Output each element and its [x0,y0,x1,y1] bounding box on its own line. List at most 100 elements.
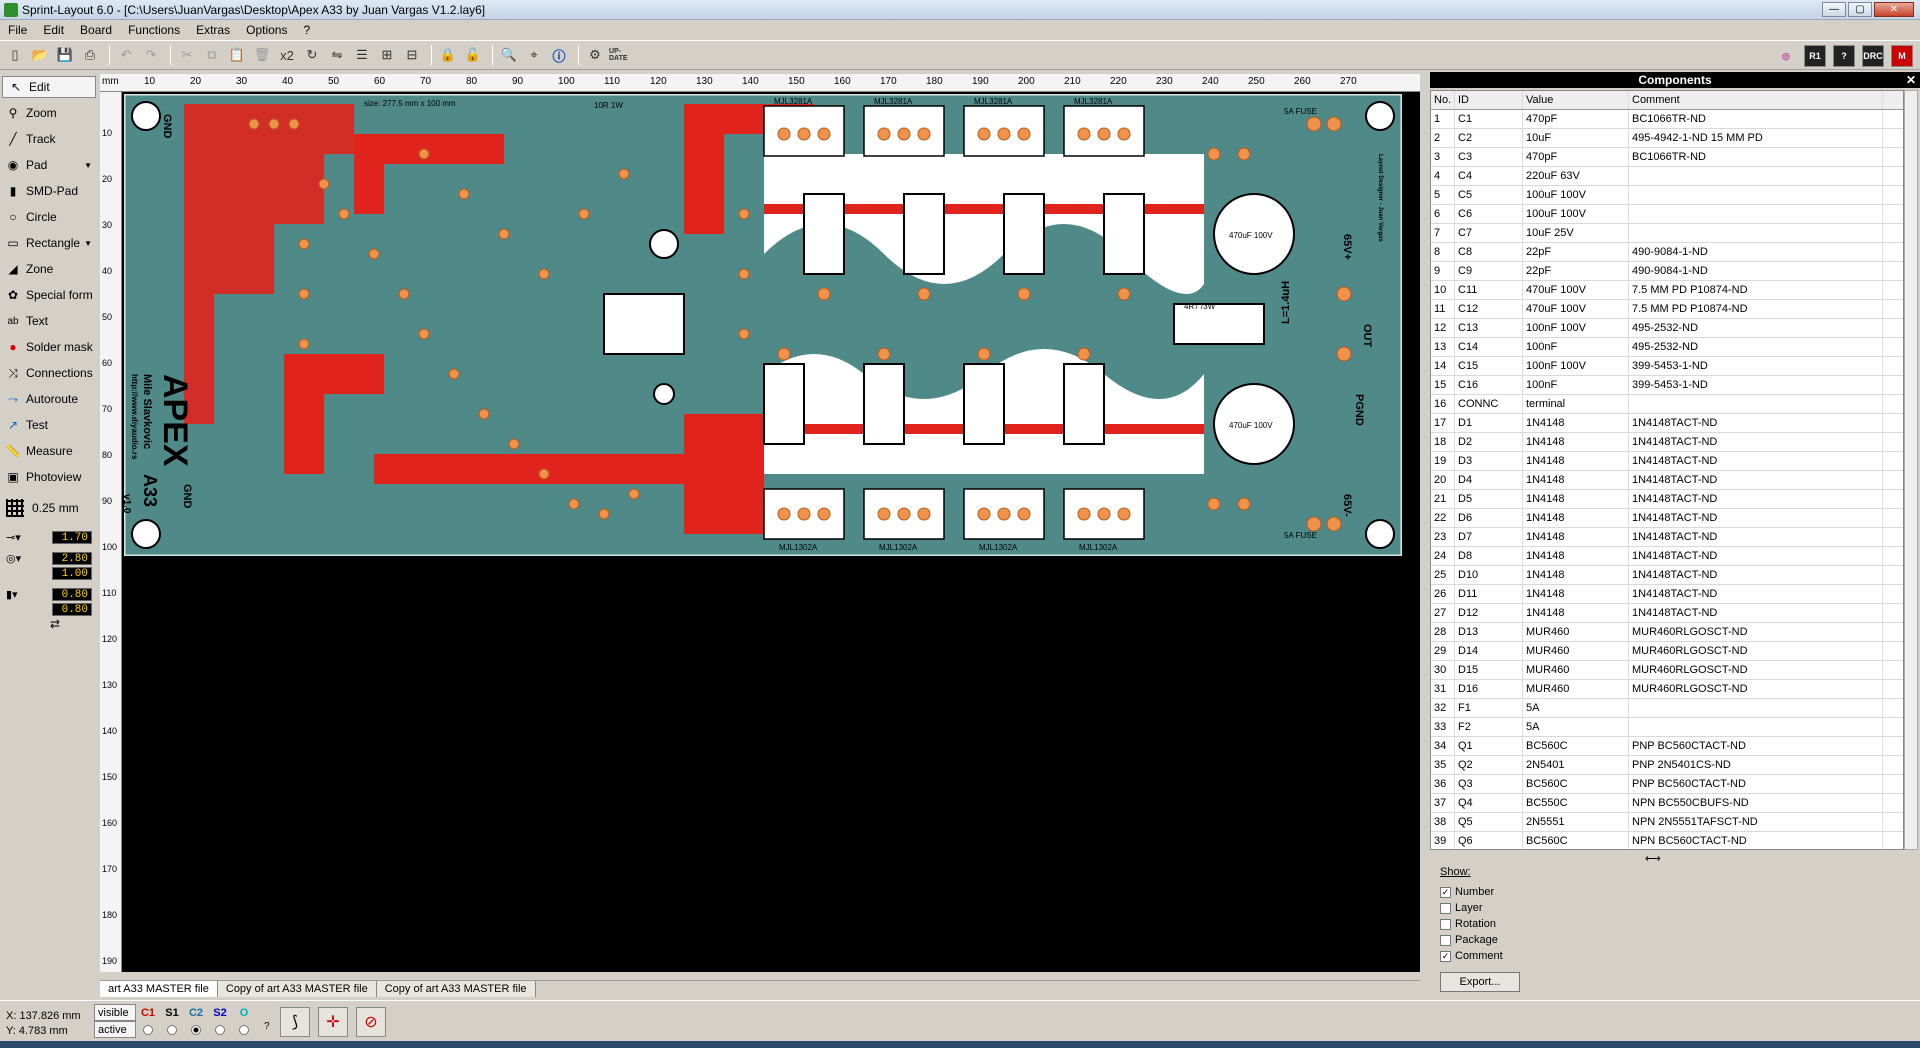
tab-art-master[interactable]: art A33 MASTER file [100,981,218,997]
active-c1-radio[interactable] [143,1024,153,1035]
duplicate-x2-button[interactable]: x2 [280,47,294,63]
show-option[interactable]: Package [1440,932,1503,948]
tool-zone[interactable]: ◢Zone [0,256,98,282]
rubberband-icon[interactable]: ⟆ [280,1007,310,1037]
maximize-button[interactable]: ▢ [1848,2,1872,17]
ungroup-icon[interactable]: ⊟ [406,47,418,62]
tool-photoview[interactable]: ▣Photoview [7,470,82,484]
tab-copy-1[interactable]: Copy of art A33 MASTER file [217,981,377,997]
tool-autoroute[interactable]: ⤳Autoroute [0,386,98,412]
no-ratsnest-icon[interactable]: ⊘ [356,1007,386,1037]
tool-pad[interactable]: ◉Pad▼ [7,158,92,172]
smd-height-value[interactable]: 0.80 [52,603,92,616]
pad-inner-value[interactable]: 1.00 [52,567,92,580]
r1-button[interactable]: R1 [1804,45,1826,67]
menu-board[interactable]: Board [80,22,113,37]
close-button[interactable]: ✕ [1874,2,1914,17]
active-s2-radio[interactable] [215,1024,225,1035]
menu-functions[interactable]: Functions [128,22,181,37]
layer-help[interactable]: ? [264,1021,270,1032]
tool-edit[interactable]: ↖Edit [2,76,96,98]
menu-file[interactable]: File [8,22,28,37]
open-folder-icon[interactable]: 📂 [31,47,49,62]
checkbox-icon[interactable] [1440,902,1451,914]
paste-icon[interactable]: 📋 [228,47,246,62]
column-resize-icon[interactable]: ⟷ [1645,853,1661,865]
checkbox-icon[interactable] [1440,918,1451,930]
show-option[interactable]: Layer [1440,900,1503,916]
drc-button[interactable]: DRC [1862,45,1884,67]
tool-rectangle[interactable]: ▭Rectangle▼ [7,236,92,250]
lock-icon[interactable]: 🔒 [439,47,457,62]
tool-zoom[interactable]: ⚲Zoom [0,100,98,126]
layer-s2[interactable]: S2 [213,1006,227,1019]
macro-button[interactable]: M [1891,45,1913,67]
close-panel-icon[interactable]: ✕ [1905,73,1916,87]
menu-help[interactable]: ? [303,22,311,37]
crosshair-icon[interactable]: ✛ [318,1007,348,1037]
show-option[interactable]: Rotation [1440,916,1503,932]
delete-icon[interactable]: 🗑 [253,47,271,62]
tool-connections[interactable]: ⤨Connections [0,360,98,386]
layer-c2[interactable]: C2 [188,1006,204,1019]
layout-canvas[interactable]: size: 277.5 mm x 100 mm MJL3281A MJL3281… [122,92,1420,972]
mirror-icon[interactable]: ⇋ [331,47,343,62]
active-o-radio[interactable] [239,1024,249,1035]
tab-copy-2[interactable]: Copy of art A33 MASTER file [376,981,536,997]
settings-gear-icon[interactable]: ⚙ [589,47,601,62]
save-icon[interactable]: 💾 [56,47,74,62]
tool-measure[interactable]: 📏Measure [5,444,73,458]
pcb-board[interactable]: size: 277.5 mm x 100 mm MJL3281A MJL3281… [122,92,1404,558]
align-icon[interactable]: ☰ [356,47,368,62]
tool-circle[interactable]: ○Circle [0,204,98,230]
tool-test[interactable]: ↗Test [7,418,49,432]
copy-icon[interactable]: ⧉ [207,47,217,62]
info-icon[interactable]: ⓘ [552,48,566,64]
table-scrollbar[interactable] [1904,90,1918,850]
checkbox-checked-icon[interactable]: ✓ [1440,950,1451,962]
zoom-search-icon[interactable]: 🔍 [500,47,518,62]
tool-special-form[interactable]: ✿Special form [7,288,93,302]
tool-smd-pad[interactable]: ▮SMD-Pad [0,178,98,204]
export-button[interactable]: Export... [1440,972,1520,992]
swap-icon[interactable]: ⇄ [50,617,61,631]
track-width-value[interactable]: 1.70 [52,531,92,544]
layer-o[interactable]: O [239,1006,249,1019]
chevron-down-icon[interactable]: ▼ [84,160,92,170]
show-option[interactable]: ✓Comment [1440,948,1503,964]
redo-icon[interactable]: ↷ [145,47,157,62]
checkbox-checked-icon[interactable]: ✓ [1440,886,1451,898]
cut-icon[interactable]: ✂ [181,47,193,62]
snap-icon[interactable]: ⌖ [530,47,538,62]
group-icon[interactable]: ⊞ [381,47,393,62]
menu-options[interactable]: Options [246,22,288,37]
checkbox-icon[interactable] [1440,934,1451,946]
